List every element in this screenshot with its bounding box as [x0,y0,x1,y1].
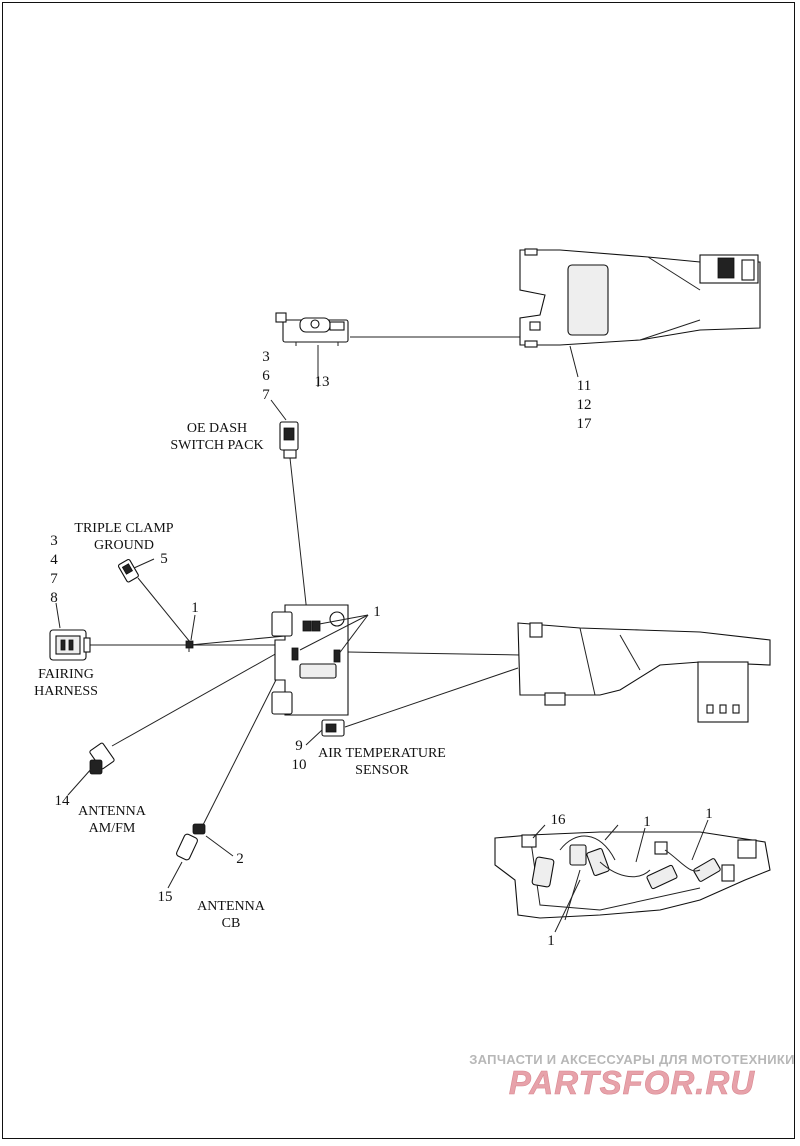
connector-bracket-13 [275,312,349,346]
fairing-label-line1: FAIRING [38,667,94,682]
triple-clamp-label-line1: TRIPLE CLAMP [74,521,173,536]
callout-numbers: 13 11 12 17 3 6 7 3 4 7 8 5 1 1 9 10 14 … [50,349,713,949]
oe-dash-label-line2: SWITCH PACK [170,438,263,453]
callout-12: 12 [577,397,592,413]
callout-dash-6: 6 [262,368,270,384]
upper-harness-assembly [519,248,761,348]
fairing-connector [49,629,91,661]
callout-2: 2 [236,851,244,867]
callout-1-inset-a: 1 [643,814,651,830]
ground-point [185,640,194,652]
callout-17: 17 [577,416,593,432]
callout-fairing-4: 4 [50,552,58,568]
callout-dash-7: 7 [262,387,270,403]
fairing-label-line2: HARNESS [34,684,98,699]
callout-1-ground: 1 [191,600,199,616]
watermark-brand: PARTSFOR.RU [509,1064,755,1101]
air-temp-connector [321,719,345,737]
central-mounting-bracket [271,604,349,716]
callout-fairing-7: 7 [50,571,58,587]
antenna-amfm-label-line1: ANTENNA [78,804,147,819]
callout-15: 15 [158,889,173,905]
watermark: ЗАПЧАСТИ И АКСЕССУАРЫ ДЛЯ МОТОТЕХНИКИ PA… [469,1052,795,1101]
air-temp-label-line1: AIR TEMPERATURE [318,746,446,761]
callout-16: 16 [551,812,567,828]
triple-clamp-label-line2: GROUND [94,538,154,553]
callout-1-bracket: 1 [373,604,381,620]
antenna-amfm-label-line2: AM/FM [89,821,136,836]
watermark-tagline: ЗАПЧАСТИ И АКСЕССУАРЫ ДЛЯ МОТОТЕХНИКИ [469,1052,795,1067]
antenna-cb-label-line1: ANTENNA [197,899,266,914]
callout-fairing-3: 3 [50,533,58,549]
callout-1-inset-b: 1 [705,806,713,822]
triple-clamp-connector [117,559,139,583]
callout-14: 14 [55,793,71,809]
callout-11: 11 [577,378,591,394]
wire-harness-lines [88,336,522,826]
antenna-cb-label-line2: CB [222,916,241,931]
callout-13: 13 [315,374,330,390]
callout-5: 5 [160,551,168,567]
callout-1-inset-c: 1 [547,933,555,949]
air-temp-label-line2: SENSOR [355,763,409,778]
text-labels: OE DASH SWITCH PACK TRIPLE CLAMP GROUND … [34,421,446,931]
leader-lines [55,345,709,933]
oe-dash-label-line1: OE DASH [187,421,247,436]
callout-9: 9 [295,738,303,754]
inset-detail-view [494,824,771,921]
lower-harness-assembly [517,622,771,723]
callout-dash-3: 3 [262,349,270,365]
oe-dash-connector [279,421,299,459]
antenna-cb-connector [176,823,206,861]
antenna-amfm-connector [89,742,115,775]
callout-fairing-8: 8 [50,590,58,606]
callout-10: 10 [292,757,307,773]
